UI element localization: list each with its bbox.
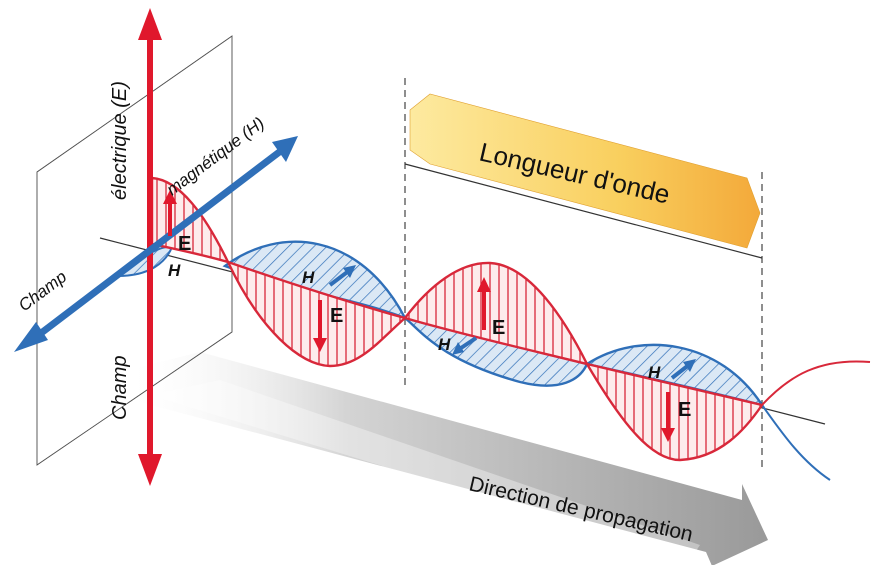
magnetic-axis-arrow bbox=[14, 136, 298, 352]
h-label-3: H bbox=[438, 335, 451, 354]
e-label-1: E bbox=[178, 233, 191, 255]
h-label-4: H bbox=[648, 363, 661, 382]
e-label-2: E bbox=[330, 305, 343, 327]
field-vector-h-4 bbox=[670, 359, 696, 380]
electric-field-label-bottom: Champ bbox=[109, 356, 131, 420]
field-vector-e-3 bbox=[477, 277, 491, 330]
field-vector-h-2 bbox=[328, 265, 356, 287]
electric-field-label-top: électrique (E) bbox=[109, 81, 131, 200]
field-vector-e-1 bbox=[163, 190, 177, 236]
field-vector-e-2 bbox=[313, 300, 327, 352]
e-label-3: E bbox=[492, 317, 505, 339]
reference-planes bbox=[36, 35, 233, 466]
field-vector-h-3 bbox=[452, 336, 478, 355]
propagation-arrow bbox=[120, 352, 768, 565]
h-label-2: H bbox=[302, 268, 315, 287]
wavelength-markers bbox=[404, 78, 763, 470]
h-label-1: H bbox=[168, 261, 181, 280]
field-vector-e-4 bbox=[661, 392, 675, 442]
wavelength-baseline bbox=[404, 163, 763, 259]
e-label-4: E bbox=[678, 399, 691, 421]
wavelength-band bbox=[409, 93, 761, 249]
